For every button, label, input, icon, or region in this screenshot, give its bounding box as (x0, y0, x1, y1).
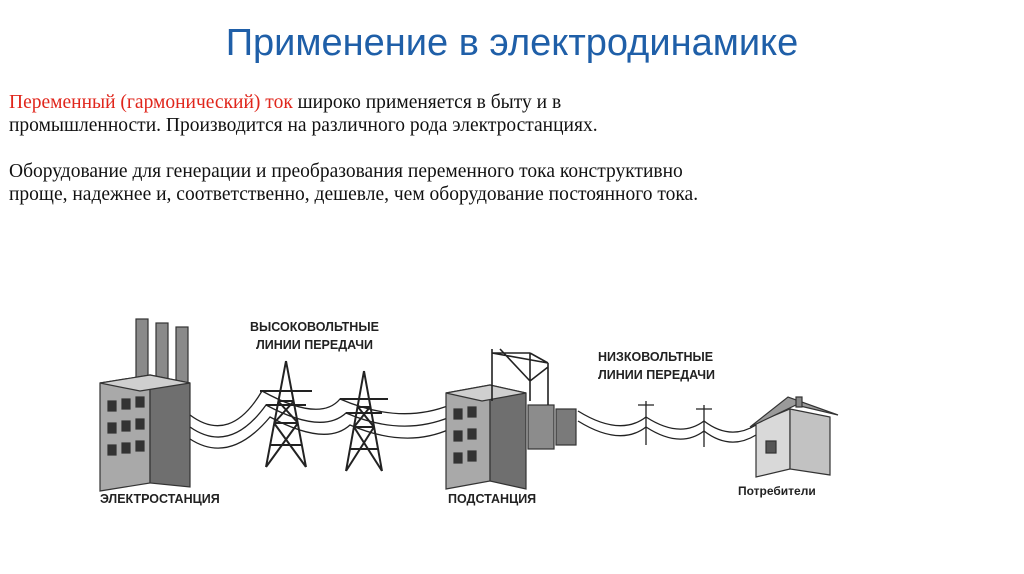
paragraph-1: Переменный (гармонический) ток широко пр… (9, 91, 1009, 137)
high-voltage-lines (189, 390, 451, 449)
consumer-house-icon (749, 396, 839, 478)
hv-lines-label: ВЫСОКОВОЛЬТНЫЕ (250, 320, 379, 334)
substation-icon (445, 384, 577, 490)
substation-label: ПОДСТАНЦИЯ (448, 492, 536, 506)
transformer-frame-icon (491, 348, 549, 405)
paragraph-1-text-a: широко применяется в быту и в (292, 92, 562, 113)
slide-title: Применение в электродинамике (225, 22, 799, 64)
body-text: Переменный (гармонический) ток широко пр… (9, 91, 1009, 229)
highlight-term: Переменный (гармонический) ток (9, 92, 293, 113)
hv-lines-label: ЛИНИИ ПЕРЕДАЧИ (256, 338, 373, 352)
lv-lines-label: ЛИНИИ ПЕРЕДАЧИ (598, 368, 715, 382)
paragraph-1-text-b: промышленности. Производится на различно… (9, 115, 598, 136)
consumer-label: Потребители (738, 484, 816, 498)
power-station-icon (99, 318, 191, 492)
low-voltage-lines (577, 401, 757, 447)
power-station-label: ЭЛЕКТРОСТАНЦИЯ (100, 492, 220, 506)
paragraph-2: Оборудование для генерации и преобразова… (9, 160, 1009, 206)
paragraph-2-text-a: Оборудование для генерации и преобразова… (9, 161, 683, 182)
transmission-tower-icon (340, 370, 388, 472)
transmission-tower-icon (260, 360, 312, 468)
paragraph-2-text-b: проще, надежнее и, соответственно, дешев… (9, 184, 699, 205)
lv-lines-label: НИЗКОВОЛЬТНЫЕ (598, 350, 713, 364)
power-grid-diagram: ВЫСОКОВОЛЬТНЫЕ ЛИНИИ ПЕРЕДАЧИ НИЗКОВОЛЬТ… (99, 318, 839, 506)
